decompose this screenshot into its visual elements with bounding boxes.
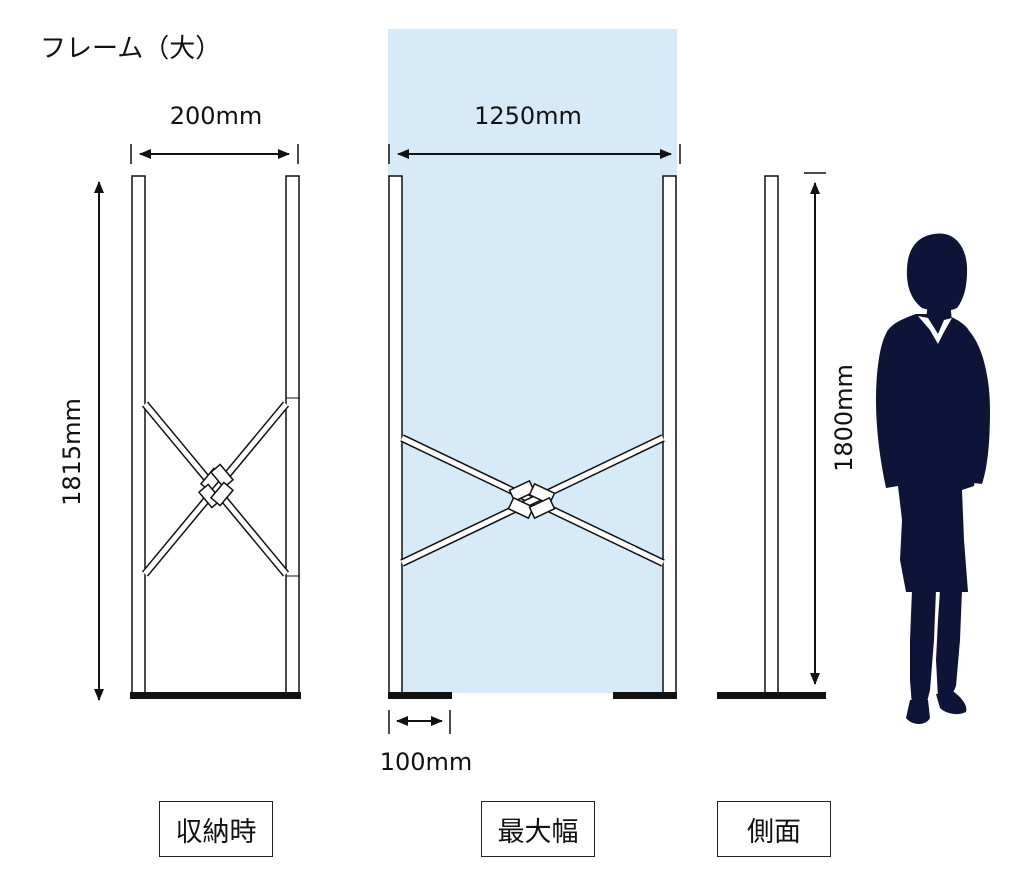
collapsed-brace-b xyxy=(143,402,288,576)
collapsed-frame: 200mm 1815mm xyxy=(58,102,301,701)
left-leg-shape xyxy=(910,590,936,706)
right-shoe-shape xyxy=(936,692,967,715)
person-silhouette-icon xyxy=(876,233,990,724)
collapsed-height-label: 1815mm xyxy=(58,398,86,506)
side-frame: 1800mm xyxy=(717,172,858,699)
collar-shape xyxy=(918,316,952,344)
max-brace-b xyxy=(400,435,665,566)
collapsed-width-label: 200mm xyxy=(170,102,263,130)
collapsed-right-post xyxy=(285,175,300,694)
right-leg-shape xyxy=(936,590,962,700)
caption-collapsed: 収納時 xyxy=(159,801,273,857)
collapsed-left-post xyxy=(131,175,146,694)
side-height-label: 1800mm xyxy=(830,364,858,472)
torso-shape xyxy=(876,314,981,592)
banner-panel xyxy=(388,29,677,693)
left-arm-shape xyxy=(877,330,908,486)
caption-maximum: 最大幅 xyxy=(481,801,595,857)
caption-side: 側面 xyxy=(717,801,831,857)
max-left-post xyxy=(388,175,403,694)
collapsed-hub-block-4 xyxy=(209,481,235,507)
left-shoe-shape xyxy=(906,700,930,724)
max-right-foot xyxy=(613,692,677,699)
foot-width-label: 100mm xyxy=(380,748,473,776)
max-hub-block-3 xyxy=(507,496,535,520)
right-arm-shape xyxy=(960,332,990,484)
max-hub-block-1 xyxy=(508,479,536,503)
collapsed-base xyxy=(130,692,301,699)
head-shape xyxy=(906,233,968,311)
max-hub-block-4 xyxy=(528,496,556,520)
side-post xyxy=(764,175,779,694)
max-width-frame: 1250mm 100mm xyxy=(380,29,681,776)
page-title: フレーム（大） xyxy=(40,34,221,64)
max-left-foot xyxy=(388,692,452,699)
max-width-label: 1250mm xyxy=(474,102,582,130)
max-right-post xyxy=(662,175,677,694)
collapsed-hub-block-2 xyxy=(209,463,235,489)
side-base xyxy=(717,692,826,699)
